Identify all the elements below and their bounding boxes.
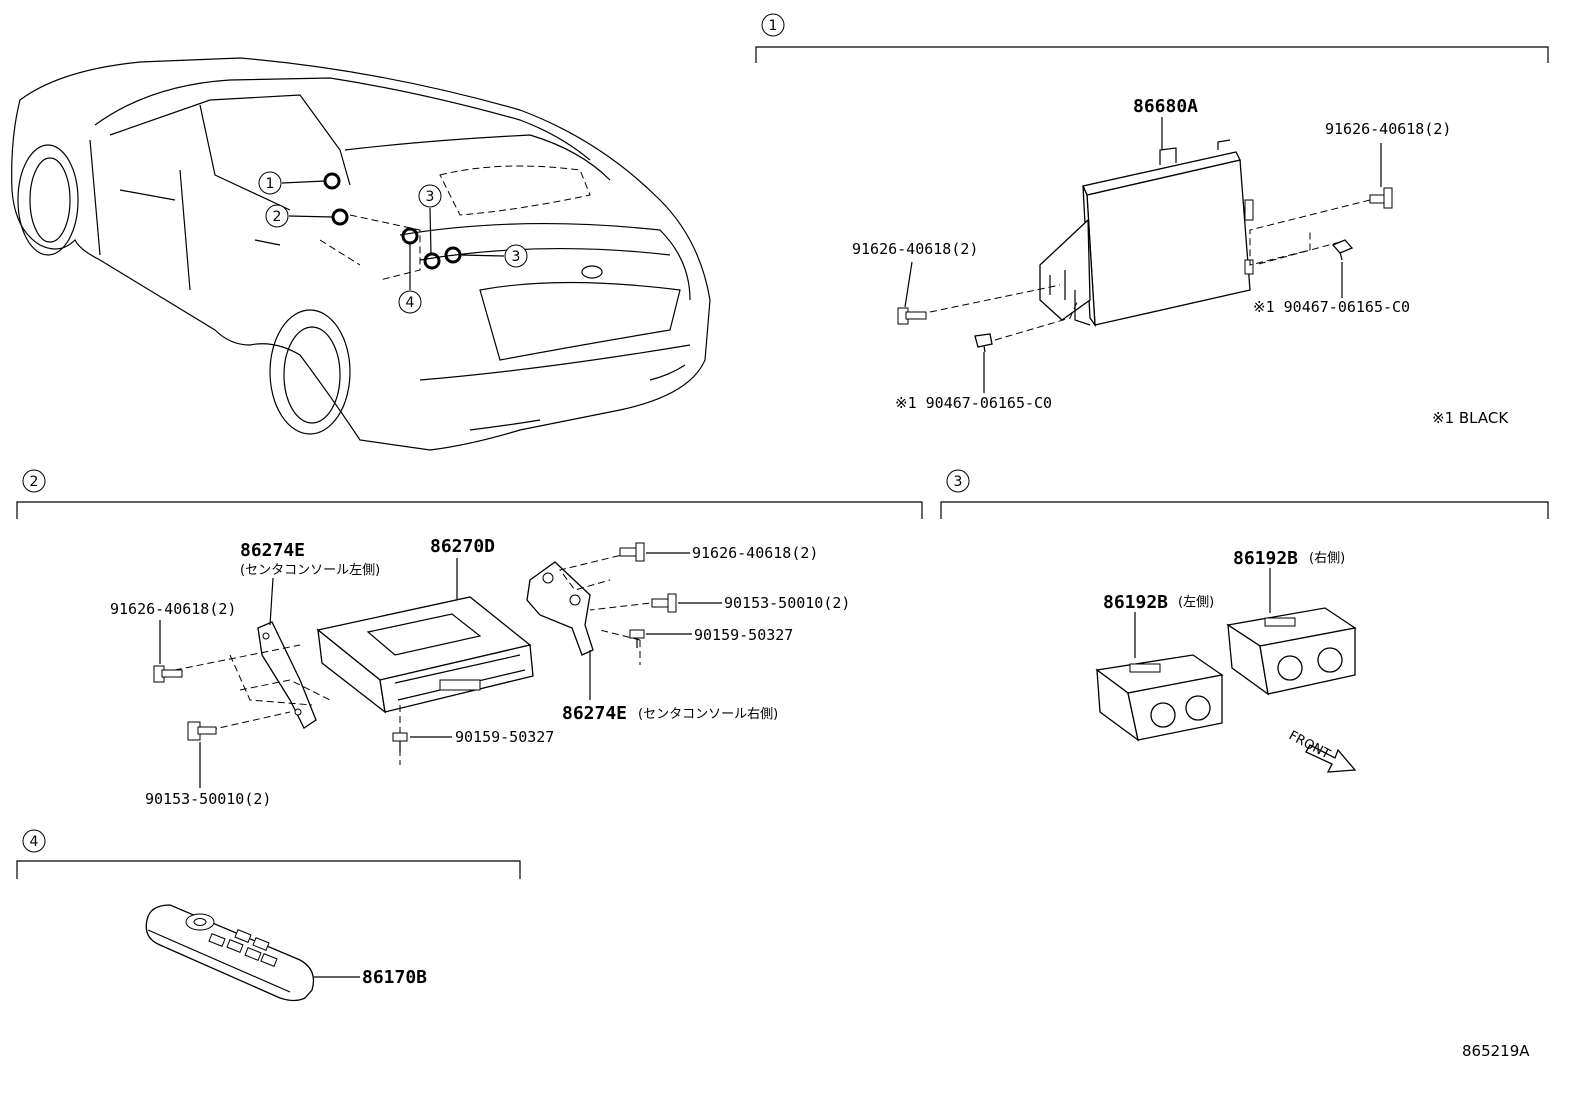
figure-id: 865219A xyxy=(1462,1042,1530,1060)
bolt-icon xyxy=(897,307,927,325)
bolt-icon xyxy=(187,721,217,741)
car-illustration: 1 2 3 3 4 xyxy=(11,57,711,451)
callout-ring-2 xyxy=(331,208,349,226)
jack-unit-right xyxy=(1226,607,1357,696)
car-callout-4: 4 xyxy=(406,295,415,311)
front-arrow-icon xyxy=(1305,744,1357,773)
part-86274E-right: 86274E xyxy=(562,703,627,724)
section-3: 3 FRONT 86192B (右側) 86 xyxy=(940,469,1549,773)
label-bolt-bottom-left-2: 90153-50010(2) xyxy=(145,790,271,808)
label-clip-bottom: ※1 90467-06165-C0 xyxy=(895,394,1052,412)
section-4-number: 4 xyxy=(30,834,39,850)
remote-control-86170B xyxy=(145,904,315,1002)
car-callout-3b: 3 xyxy=(512,249,521,265)
callout-ring-4 xyxy=(401,227,419,245)
bracket-right xyxy=(526,561,594,656)
section-1-number: 1 xyxy=(769,18,778,34)
part-86270D: 86270D xyxy=(430,536,495,557)
label-bolt-right-2: 90153-50010(2) xyxy=(724,594,850,612)
label-bolt-top-right: 91626-40618(2) xyxy=(1325,120,1451,138)
section-4: 4 86170B xyxy=(16,829,521,1002)
part-86680A: 86680A xyxy=(1133,96,1198,117)
label-bolt-top-right-2: 91626-40618(2) xyxy=(692,544,818,562)
note-left: (左側) xyxy=(1178,595,1214,610)
screw-icon xyxy=(392,732,408,752)
jack-unit-left xyxy=(1095,654,1224,742)
label-bolt-left: 91626-40618(2) xyxy=(852,240,978,258)
car-callout-2: 2 xyxy=(273,209,282,225)
part-86192B-right: 86192B xyxy=(1233,548,1298,569)
section-2-number: 2 xyxy=(30,474,39,490)
note-right: (右側) xyxy=(1309,551,1345,566)
section-3-number: 3 xyxy=(954,474,963,490)
bracket-left xyxy=(257,621,317,729)
label-screw-right-2: 90159-50327 xyxy=(694,626,793,644)
bolt-icon xyxy=(651,593,677,613)
car-callout-3a: 3 xyxy=(426,189,435,205)
bolt-icon xyxy=(153,665,183,683)
part-86192B-left: 86192B xyxy=(1103,592,1168,613)
callout-ring-3a xyxy=(423,252,441,270)
front-label: FRONT xyxy=(1286,728,1332,762)
section-1: 1 xyxy=(755,13,1549,427)
label-screw-bottom-2: 90159-50327 xyxy=(455,728,554,746)
note-black: ※1 BLACK xyxy=(1432,409,1509,427)
label-bolt-left-2: 91626-40618(2) xyxy=(110,600,236,618)
head-unit-86270D xyxy=(316,596,534,714)
bolt-icon xyxy=(1369,187,1393,209)
screw-icon xyxy=(629,629,645,648)
note-left-side: (センタコンソール左側) xyxy=(240,563,380,578)
callout-ring-1 xyxy=(323,172,341,190)
part-86274E-left: 86274E xyxy=(240,540,305,561)
note-right-side: (センタコンソール右側) xyxy=(638,707,778,722)
label-clip-right: ※1 90467-06165-C0 xyxy=(1253,298,1410,316)
module-86680A xyxy=(1039,139,1254,328)
part-86170B: 86170B xyxy=(362,967,427,988)
car-callout-1: 1 xyxy=(266,176,275,192)
clip-icon xyxy=(974,333,993,353)
section-2: 2 xyxy=(16,469,923,808)
bolt-icon xyxy=(619,542,645,562)
clip-icon xyxy=(1331,239,1354,261)
